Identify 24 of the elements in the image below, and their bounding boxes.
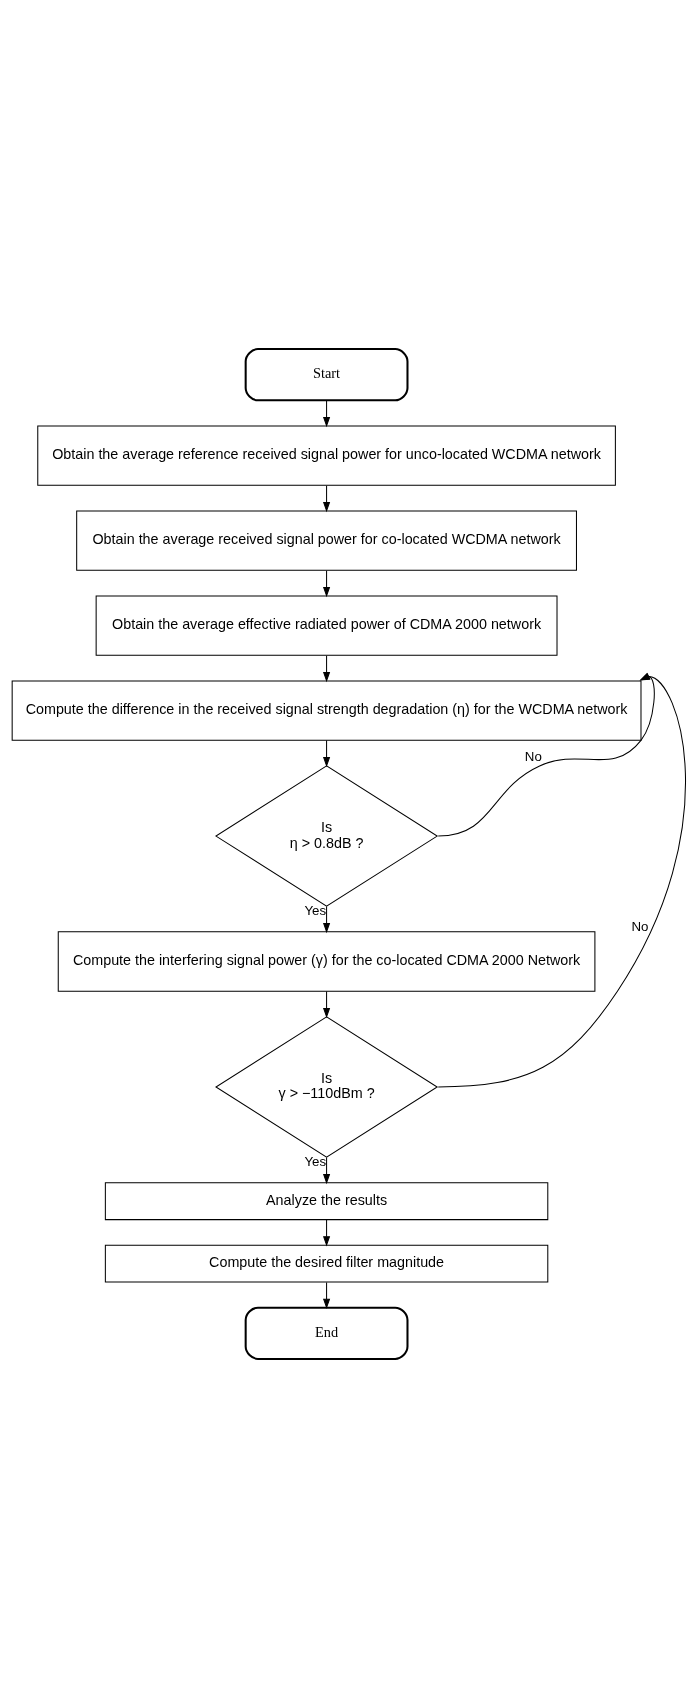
arrow — [323, 905, 331, 933]
node-diamond: Is γ > −110dBm ? — [215, 1015, 439, 1158]
edge-label: No — [631, 918, 649, 934]
node-box: End — [244, 1306, 409, 1360]
node-box: Obtain the average received signal power for co-located WCDMA network — [76, 509, 577, 571]
arrow — [323, 399, 331, 427]
arrow — [437, 672, 686, 1087]
arrow — [323, 990, 331, 1018]
arrow — [323, 1156, 331, 1184]
node-diamond: Is η > 0.8dB ? — [215, 764, 439, 907]
node-box: Compute the desired filter magnitude — [104, 1244, 549, 1283]
node-box: Analyze the results — [104, 1181, 549, 1220]
arrow — [323, 739, 331, 767]
node-box: Obtain the average effective radiated power of CDMA 2000 network — [95, 594, 558, 656]
arrow — [323, 1281, 331, 1309]
arrow — [323, 569, 331, 597]
arrow — [323, 654, 331, 682]
edge-label: No — [524, 748, 542, 764]
node-box: Start — [244, 347, 409, 401]
node-box: Obtain the average reference received signal power for unco-located WCDMA network — [37, 424, 616, 486]
node-box: Compute the difference in the received signal strength degradation (η) for the WCDMA network — [11, 679, 642, 741]
arrow — [437, 672, 655, 837]
node-box: Compute the interfering signal power (γ) for the co-located CDMA 2000 Network — [57, 930, 596, 992]
arrow — [323, 484, 331, 512]
